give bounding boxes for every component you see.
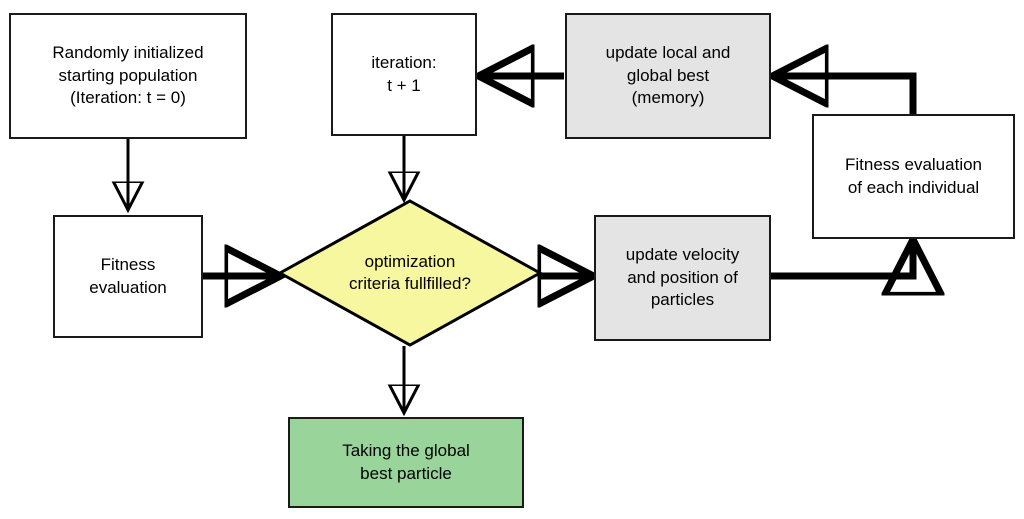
edge-fitness-each-to-update-memory <box>778 76 917 114</box>
node-fitness-evaluation[interactable]: Fitness evaluation <box>53 215 203 338</box>
node-start-label: Randomly initialized starting population… <box>52 43 204 108</box>
node-iteration[interactable]: iteration: t + 1 <box>331 13 477 136</box>
node-update-memory[interactable]: update local and global best (memory) <box>565 13 771 139</box>
node-update-velocity[interactable]: update velocity and position of particle… <box>594 215 771 341</box>
node-result-global-best[interactable]: Taking the global best particle <box>288 417 524 508</box>
node-start[interactable]: Randomly initialized starting population… <box>9 13 247 139</box>
edge-update-velocity-to-fitness-each <box>771 245 913 276</box>
node-fitness-evaluation-label: Fitness evaluation <box>89 255 167 297</box>
node-decision-optimization-criteria[interactable]: optimization criteria fullfilled? <box>277 198 543 348</box>
node-update-velocity-label: update velocity and position of particle… <box>625 245 740 310</box>
node-fitness-each-individual[interactable]: Fitness evaluation of each individual <box>812 114 1015 239</box>
node-result-global-best-label: Taking the global best particle <box>342 441 470 483</box>
diamond-shape <box>277 199 543 347</box>
node-iteration-label: iteration: t + 1 <box>371 53 437 95</box>
node-fitness-each-individual-label: Fitness evaluation of each individual <box>844 155 983 197</box>
node-update-memory-label: update local and global best (memory) <box>605 43 731 108</box>
